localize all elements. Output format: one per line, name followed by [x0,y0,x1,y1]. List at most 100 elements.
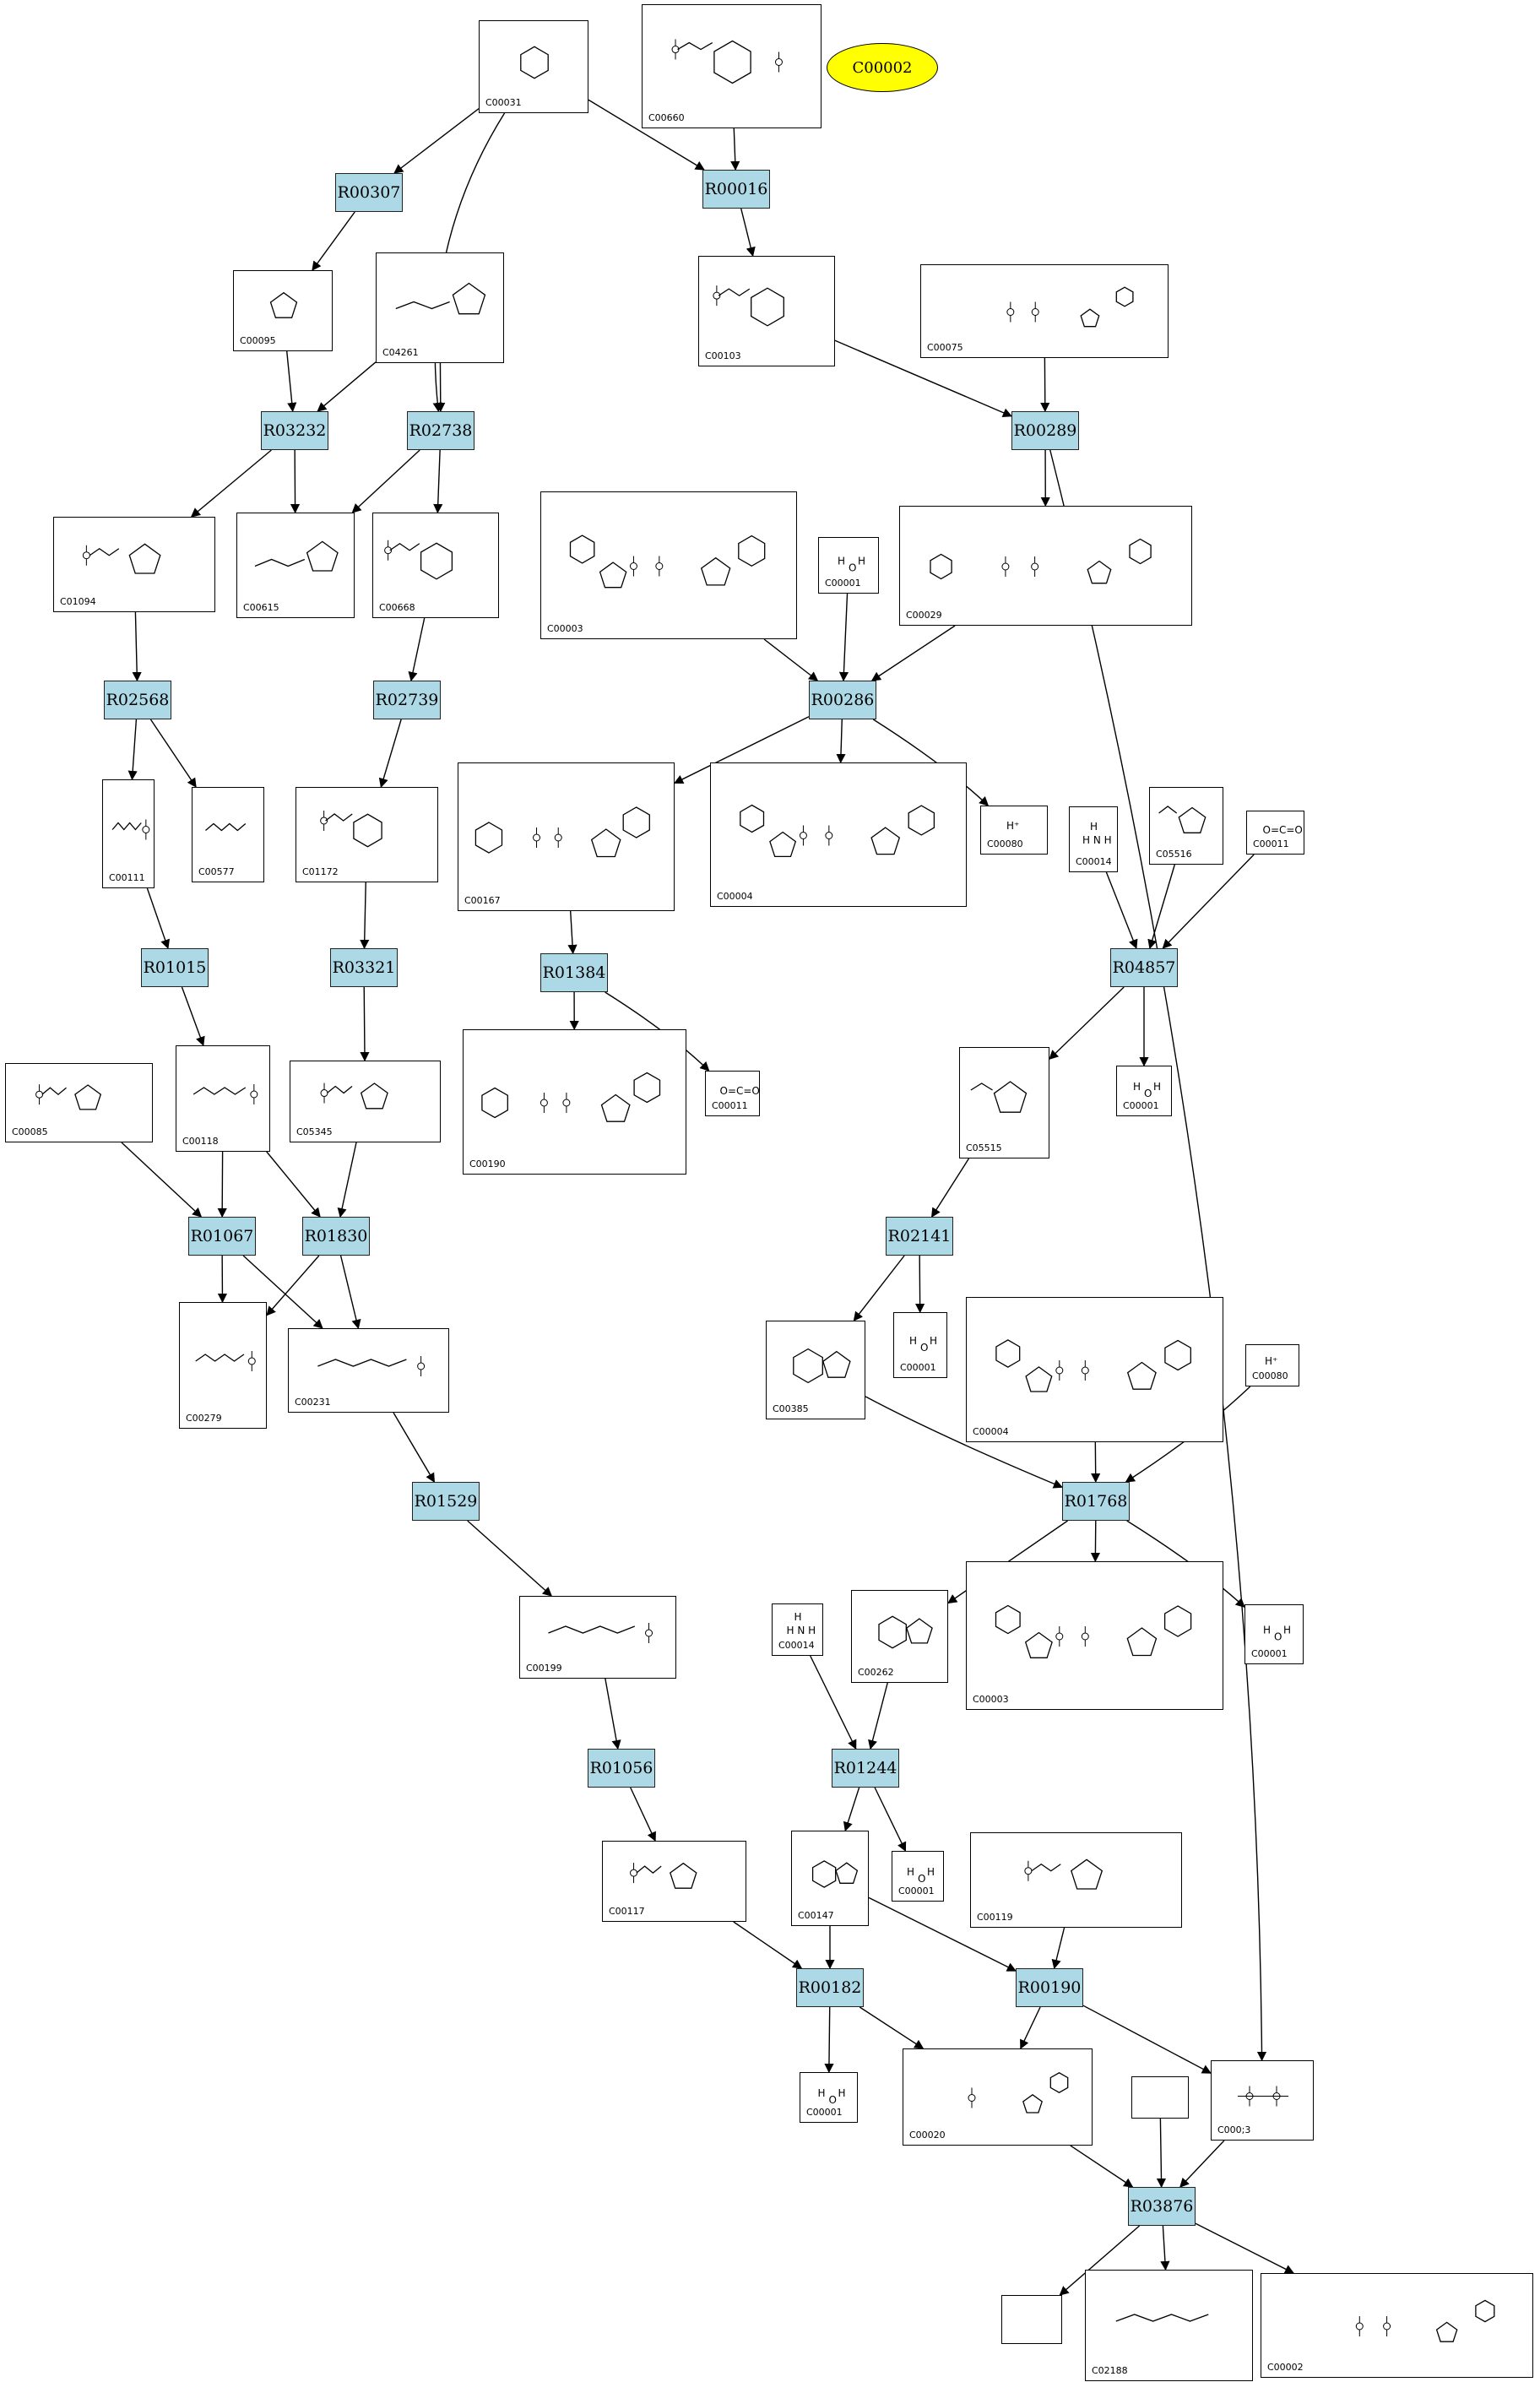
reaction-node[interactable]: R00182 [796,1968,864,2007]
reaction-node[interactable]: R02739 [373,681,441,719]
compound-id: C00001 [825,578,861,589]
reaction-node[interactable]: R01768 [1062,1482,1130,1521]
reaction-node[interactable]: R00016 [702,170,770,209]
compound-node[interactable]: C00111 [102,779,155,888]
compound-node[interactable]: C00262 [851,1590,948,1683]
reaction-node[interactable]: R00286 [809,681,876,719]
compound-node[interactable]: C00103 [698,256,835,366]
svg-text:O=C=O: O=C=O [1263,824,1303,836]
compound-node[interactable]: C05345 [290,1061,441,1142]
compound-node[interactable]: C00118 [176,1045,270,1152]
structure-icon [520,46,549,79]
compound-node[interactable]: C00190 [463,1029,686,1175]
highlighted-compound-badge[interactable]: C00002 [827,43,938,92]
compound-id: C00279 [186,1413,222,1424]
reaction-node[interactable]: R02738 [407,411,474,450]
edge-arrow [834,339,1013,418]
compound-node[interactable]: C00119 [970,1832,1182,1928]
compound-id: C00001 [1123,1100,1159,1111]
compound-node[interactable]: C00085 [5,1063,153,1142]
svg-text:H N H: H N H [1082,834,1112,846]
compound-node[interactable]: C00279 [179,1302,267,1429]
compound-node[interactable]: C000;3 [1211,2060,1314,2141]
reaction-node[interactable]: R02568 [104,681,171,719]
edge-arrow [1049,986,1125,1061]
compound-node[interactable]: C00095 [233,270,333,351]
reaction-node[interactable]: R01244 [832,1749,899,1788]
compound-node[interactable]: C00075 [920,264,1169,358]
compound-id: C00029 [906,610,942,621]
compound-node[interactable]: C00167 [458,762,675,911]
compound-node[interactable]: C00117 [602,1841,746,1922]
compound-node[interactable]: C00577 [192,787,264,882]
reaction-node[interactable]: R03232 [261,411,328,450]
compound-node[interactable]: C00615 [236,513,355,618]
compound-node[interactable]: C00231 [288,1328,449,1413]
edge-arrow [286,350,297,413]
compound-node[interactable]: C01094 [53,517,215,612]
compound-node[interactable]: C00020 [903,2048,1093,2146]
compound-node[interactable]: C05515 [959,1047,1049,1158]
reaction-node[interactable]: R01529 [412,1482,480,1521]
reaction-node[interactable]: R04857 [1110,948,1178,987]
reaction-node[interactable]: R00289 [1011,411,1079,450]
compound-node[interactable]: C04261 [376,252,504,363]
structure-icon [968,2072,1069,2113]
reaction-node[interactable]: R01384 [540,953,608,992]
compound-node[interactable]: C05516 [1149,787,1223,865]
compound-node[interactable]: C00199 [519,1596,676,1679]
reaction-node[interactable]: R02141 [886,1217,953,1256]
compound-node[interactable]: C01172 [296,787,438,882]
compound-node[interactable]: C00003 [540,491,797,639]
compound-id: C00020 [909,2130,946,2141]
compound-node[interactable]: C00147 [791,1831,869,1926]
compound-node[interactable]: H⁺C00080 [980,806,1048,855]
compound-node[interactable]: C00003 [966,1561,1223,1710]
compound-node[interactable]: C00668 [372,513,499,618]
compound-node[interactable]: C02188 [1085,2270,1253,2381]
structure-icon [569,534,766,589]
reaction-node[interactable]: R00190 [1016,1968,1083,2007]
compound-node[interactable]: C00660 [642,4,822,128]
compound-node[interactable]: C00004 [966,1297,1223,1442]
structure-icon [1115,2314,1209,2322]
edge-arrow [378,719,402,789]
edge-arrow [810,1655,857,1750]
compound-id: C00095 [240,335,276,346]
compound-node[interactable]: H⁺C00080 [1245,1344,1299,1386]
structure-icon [713,285,784,327]
reaction-node[interactable]: R01067 [188,1217,256,1256]
structure-icon [995,1339,1191,1392]
compound-node[interactable]: C00385 [766,1321,865,1419]
structure-icon [1158,806,1207,833]
reaction-node[interactable]: R01015 [141,948,209,987]
reaction-node[interactable]: R03876 [1128,2187,1196,2226]
reaction-node[interactable]: R03321 [330,948,398,987]
reaction-node[interactable]: R01056 [588,1749,655,1788]
compound-id: C00231 [295,1397,331,1408]
reaction-node[interactable]: R01830 [302,1217,370,1256]
compound-node[interactable]: C00031 [479,20,588,113]
reaction-node[interactable]: R00307 [335,173,403,212]
structure-icon: HOH [907,1866,935,1885]
compound-node[interactable]: C00029 [899,506,1192,626]
svg-text:O=C=O: O=C=O [720,1085,760,1097]
structure-icon: HH N H [1082,821,1112,846]
structure-icon: HOH [818,2087,846,2106]
compound-node[interactable] [1001,2295,1062,2344]
compound-id: C02188 [1092,2365,1128,2376]
compound-id: C00003 [547,623,583,634]
compound-node[interactable]: C00004 [710,762,967,907]
compound-node[interactable] [1131,2076,1189,2119]
compound-node[interactable]: C00002 [1261,2273,1533,2378]
